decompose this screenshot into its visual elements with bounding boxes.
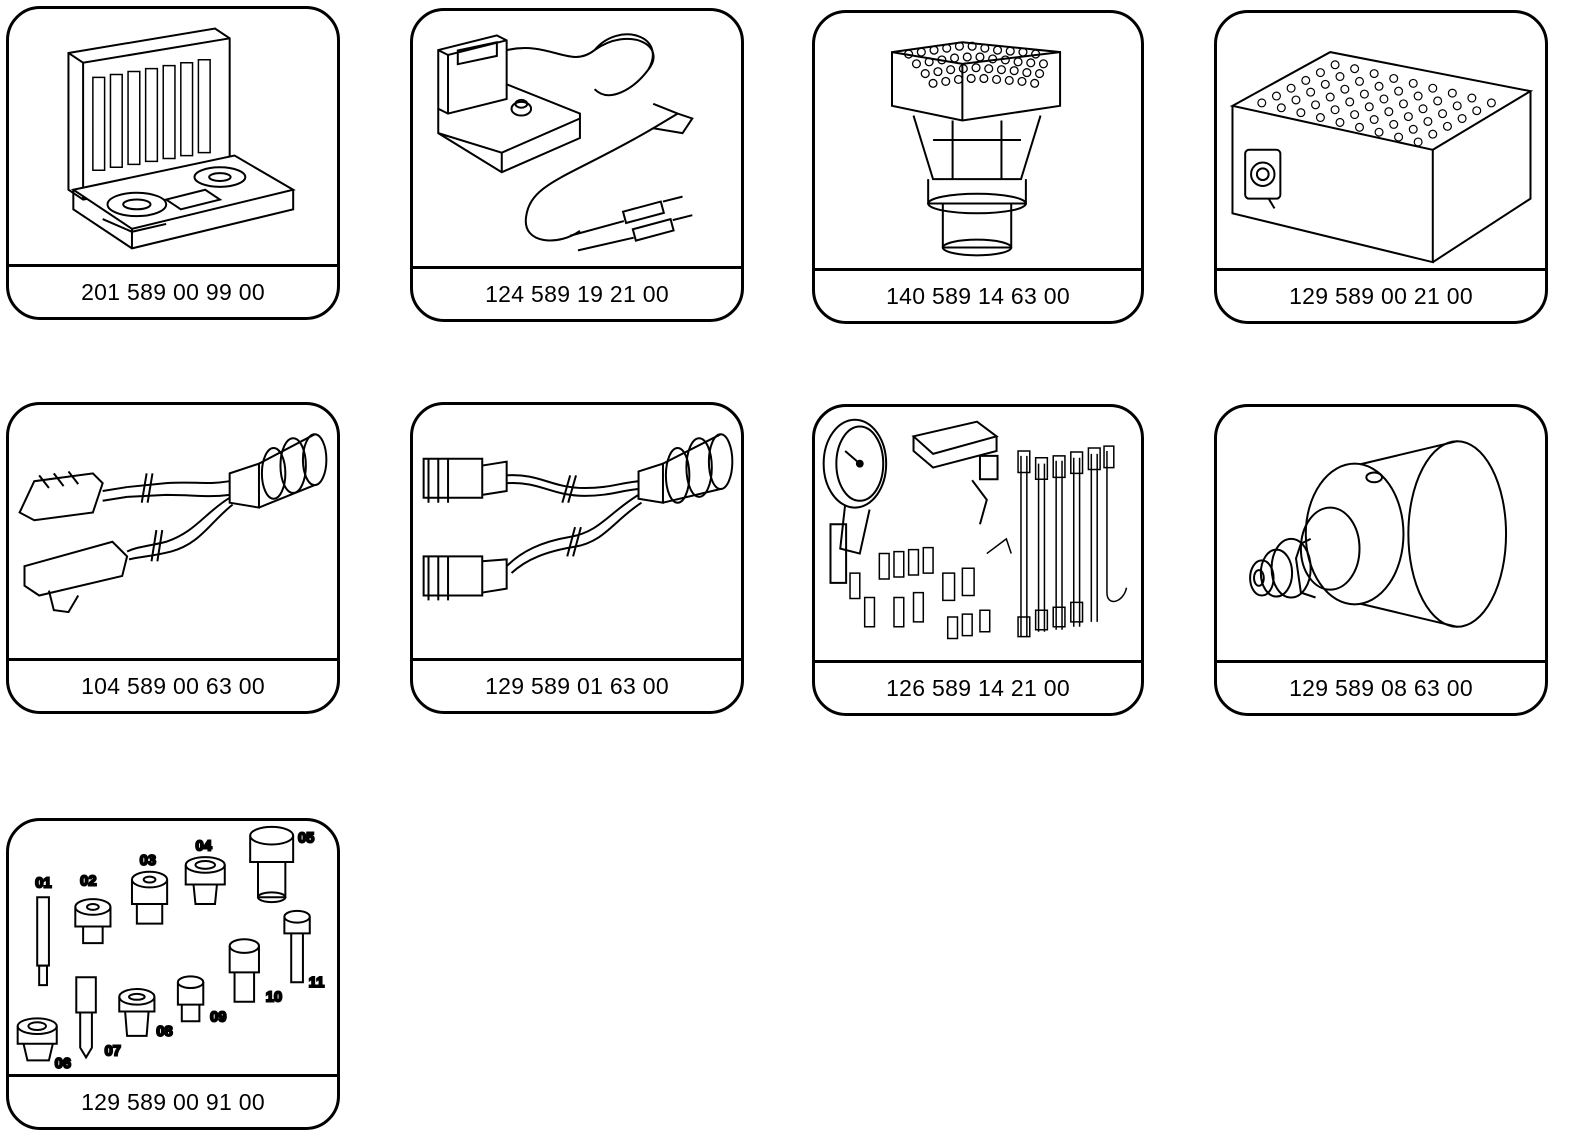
tool-card-6[interactable]: 129 589 01 63 00 [410, 402, 744, 714]
part-number-label: 126 589 14 21 00 [815, 660, 1141, 713]
part-label-09: 09 [210, 1009, 226, 1025]
tool-card-7[interactable]: 126 589 14 21 00 [812, 404, 1144, 716]
part-number-label: 140 589 14 63 00 [815, 268, 1141, 321]
digital-tester-icon [413, 11, 741, 267]
part-label-03: 03 [140, 853, 156, 869]
part-number-label: 201 589 00 99 00 [9, 264, 337, 317]
part-number-label: 129 589 08 63 00 [1217, 660, 1545, 713]
tool-card-9[interactable]: 01 02 03 04 05 06 07 08 [6, 818, 340, 1130]
tool-card-8[interactable]: 129 589 08 63 00 [1214, 404, 1548, 716]
part-number-label: 124 589 19 21 00 [413, 266, 741, 319]
tool-card-1[interactable]: 201 589 00 99 00 [6, 6, 340, 320]
part-number-label: 104 589 00 63 00 [9, 658, 337, 711]
pressure-gauge-kit-icon [815, 407, 1141, 661]
adapter-set-icon: 01 02 03 04 05 06 07 08 [9, 821, 337, 1075]
part-number-label: 129 589 00 21 00 [1217, 268, 1545, 321]
part-label-08: 08 [156, 1024, 172, 1040]
tool-case-icon [9, 9, 337, 265]
cylinder-adapter-icon [1217, 407, 1545, 661]
part-label-02: 02 [80, 873, 96, 889]
part-label-05: 05 [298, 830, 314, 846]
part-number-label: 129 589 00 91 00 [9, 1074, 337, 1127]
part-label-10: 10 [266, 990, 282, 1006]
pin-box-icon [1217, 13, 1545, 269]
tool-card-3[interactable]: 140 589 14 63 00 [812, 10, 1144, 324]
dual-connector-cable-icon [413, 405, 741, 659]
part-label-07: 07 [105, 1043, 121, 1059]
tool-card-5[interactable]: 104 589 00 63 00 [6, 402, 340, 714]
part-label-06: 06 [55, 1056, 71, 1072]
tool-card-2[interactable]: 124 589 19 21 00 [410, 8, 744, 322]
part-label-01: 01 [35, 875, 51, 891]
multi-pin-adapter-icon [815, 13, 1141, 269]
y-cable-adapter-icon [9, 405, 337, 659]
tool-card-4[interactable]: 129 589 00 21 00 [1214, 10, 1548, 324]
part-label-04: 04 [195, 838, 212, 854]
part-number-label: 129 589 01 63 00 [413, 658, 741, 711]
part-label-11: 11 [309, 975, 324, 991]
